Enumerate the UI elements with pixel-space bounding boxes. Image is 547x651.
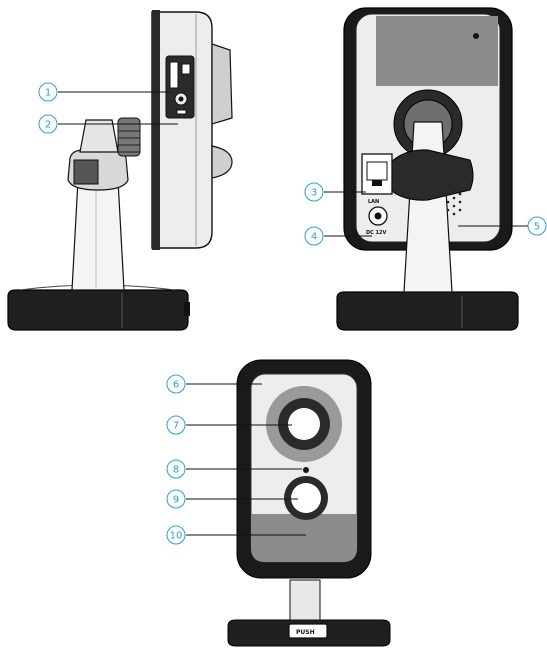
dc-power-port: DC 12V xyxy=(366,206,388,236)
back-view: LAN DC 12V xyxy=(336,7,519,331)
callout-7: 7 xyxy=(166,415,292,435)
callout-2-number: 2 xyxy=(45,120,51,131)
callout-10-number: 10 xyxy=(170,531,183,542)
callout-6: 6 xyxy=(166,374,262,394)
push-label: PUSH xyxy=(296,629,315,636)
callout-5-number: 5 xyxy=(534,222,540,233)
callout-2: 2 xyxy=(38,114,178,134)
callout-7-number: 7 xyxy=(173,421,179,432)
callout-4-number: 4 xyxy=(311,232,317,243)
status-led xyxy=(303,467,309,473)
callout-4: 4 xyxy=(304,226,372,246)
pir-sensor xyxy=(284,476,328,520)
lan-label: LAN xyxy=(368,199,379,205)
speaker xyxy=(446,184,462,216)
front-panel xyxy=(251,514,357,562)
lan-port: LAN xyxy=(361,153,393,205)
callout-5: 5 xyxy=(458,216,547,236)
dc-label: DC 12V xyxy=(366,230,387,236)
callout-10: 10 xyxy=(166,525,306,545)
microphone xyxy=(261,380,265,384)
lens xyxy=(266,386,342,462)
callout-6-number: 6 xyxy=(173,380,179,391)
callout-3-number: 3 xyxy=(311,188,317,199)
side-view xyxy=(7,10,233,331)
callouts: 1 2 3 4 5 6 xyxy=(38,82,547,545)
callout-8: 8 xyxy=(166,459,302,479)
callout-1: 1 xyxy=(38,82,170,102)
front-view: PUSH xyxy=(227,359,391,647)
sd-card-slot xyxy=(165,55,195,119)
callout-3: 3 xyxy=(304,182,366,202)
reset-button xyxy=(174,92,188,115)
callout-9: 9 xyxy=(166,489,298,509)
callout-8-number: 8 xyxy=(173,465,179,476)
callout-9-number: 9 xyxy=(173,495,179,506)
callout-1-number: 1 xyxy=(45,88,51,99)
